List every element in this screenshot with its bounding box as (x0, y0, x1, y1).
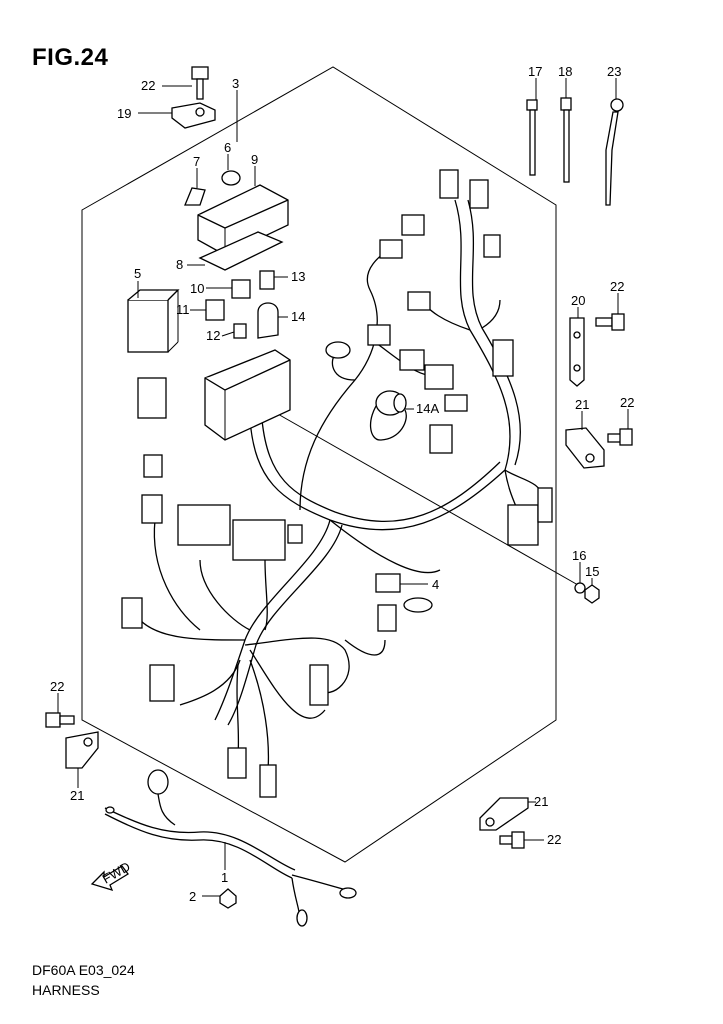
callout-22-top: 22 (141, 78, 155, 93)
callout-18: 18 (558, 64, 572, 79)
multipin-connector-b (232, 519, 286, 561)
relay-11 (205, 299, 225, 321)
battery-cable-1 (104, 769, 357, 927)
callout-7: 7 (193, 154, 200, 169)
callout-17: 17 (528, 64, 542, 79)
cable-tie-17 (526, 99, 538, 176)
callout-13: 13 (291, 269, 305, 284)
grommet-4 (375, 573, 433, 613)
holder-7 (184, 187, 206, 206)
figure-title: FIG.24 (32, 44, 109, 71)
connector-m (379, 239, 403, 259)
connector-p (492, 339, 514, 377)
connector-s (424, 364, 454, 390)
relay-5 (127, 289, 180, 353)
bolt-22-right (607, 428, 633, 446)
figure-name: HARNESS (32, 982, 100, 998)
callout-21-right: 21 (575, 397, 589, 412)
callout-22-lower-left: 22 (50, 679, 64, 694)
callout-6: 6 (224, 140, 231, 155)
callout-labels: 22 3 19 7 6 9 8 5 10 13 11 14 12 14A 4 1… (50, 64, 634, 904)
gasket-8 (198, 231, 284, 271)
callout-4: 4 (432, 577, 439, 592)
callout-20: 20 (571, 293, 585, 308)
connector-d (149, 664, 175, 702)
connector-j (439, 169, 459, 199)
cable-tie-18 (560, 97, 572, 183)
bolt-22-upper-right (595, 313, 625, 331)
washer-16 (574, 582, 586, 594)
grommet-small (325, 341, 351, 359)
clamp-21-lower-left (65, 731, 99, 769)
connector-u (429, 424, 453, 454)
connector-cap (137, 377, 167, 419)
connector-w (537, 487, 553, 523)
callout-22-upper-right: 22 (610, 279, 624, 294)
callout-22-lower-right: 22 (547, 832, 561, 847)
fuse-relay-block (204, 349, 291, 441)
connector-e (287, 524, 303, 544)
connector-k (469, 179, 489, 209)
callout-9: 9 (251, 152, 258, 167)
callout-12: 12 (206, 328, 220, 343)
connector-i (259, 764, 277, 798)
callout-16: 16 (572, 548, 586, 563)
wire-harness (139, 199, 546, 771)
connector-g (309, 664, 329, 706)
connector-r (399, 349, 425, 371)
connector-l (401, 214, 425, 236)
callout-3: 3 (232, 76, 239, 91)
callout-11: 11 (176, 302, 190, 317)
figure-code: DF60A E03_024 (32, 962, 135, 978)
connector-a (143, 454, 163, 478)
clamp-21-lower-right (479, 797, 529, 831)
fuse-12 (233, 323, 247, 339)
fuse-13 (259, 270, 275, 290)
fuse-box-cover-9 (197, 184, 289, 256)
connector-f (377, 604, 397, 632)
fwd-label: FWD (100, 859, 133, 887)
relay-10 (231, 279, 251, 299)
assembly-outline (81, 66, 557, 863)
callout-14: 14 (291, 309, 305, 324)
callout-22-right: 22 (620, 395, 634, 410)
clamp-21-right (565, 427, 605, 469)
callout-15: 15 (585, 564, 599, 579)
bracket-20 (569, 317, 585, 387)
callout-8: 8 (176, 257, 183, 272)
multipin-connector-a (177, 504, 231, 546)
callout-19: 19 (117, 106, 131, 121)
callout-10: 10 (190, 281, 204, 296)
sensor-14A (375, 390, 407, 416)
nut-15 (584, 584, 600, 604)
callout-21-lower-right: 21 (534, 794, 548, 809)
connector-c (121, 597, 143, 629)
fwd-arrow-icon: FWD (90, 859, 133, 892)
connector-t (444, 394, 468, 412)
bolt-22-top (191, 66, 209, 100)
callout-5: 5 (134, 266, 141, 281)
leader-lines (57, 78, 629, 897)
callout-14A: 14A (416, 401, 439, 416)
bolt-22-lower-right (499, 831, 525, 849)
connector-o (407, 291, 431, 311)
callout-1: 1 (221, 870, 228, 885)
grommet-6 (221, 170, 241, 186)
clip-19 (171, 102, 216, 129)
connector-b (141, 494, 163, 524)
connector-v (507, 504, 539, 546)
connector-n (483, 234, 501, 258)
bolt-22-lower-left (45, 712, 75, 728)
callout-23: 23 (607, 64, 621, 79)
connector-q (367, 324, 391, 346)
callout-21-lower-left: 21 (70, 788, 84, 803)
cable-tie-23 (605, 98, 624, 206)
callout-2: 2 (189, 889, 196, 904)
nut-2 (219, 888, 237, 909)
cap-14 (257, 302, 279, 339)
connector-h (227, 747, 247, 779)
